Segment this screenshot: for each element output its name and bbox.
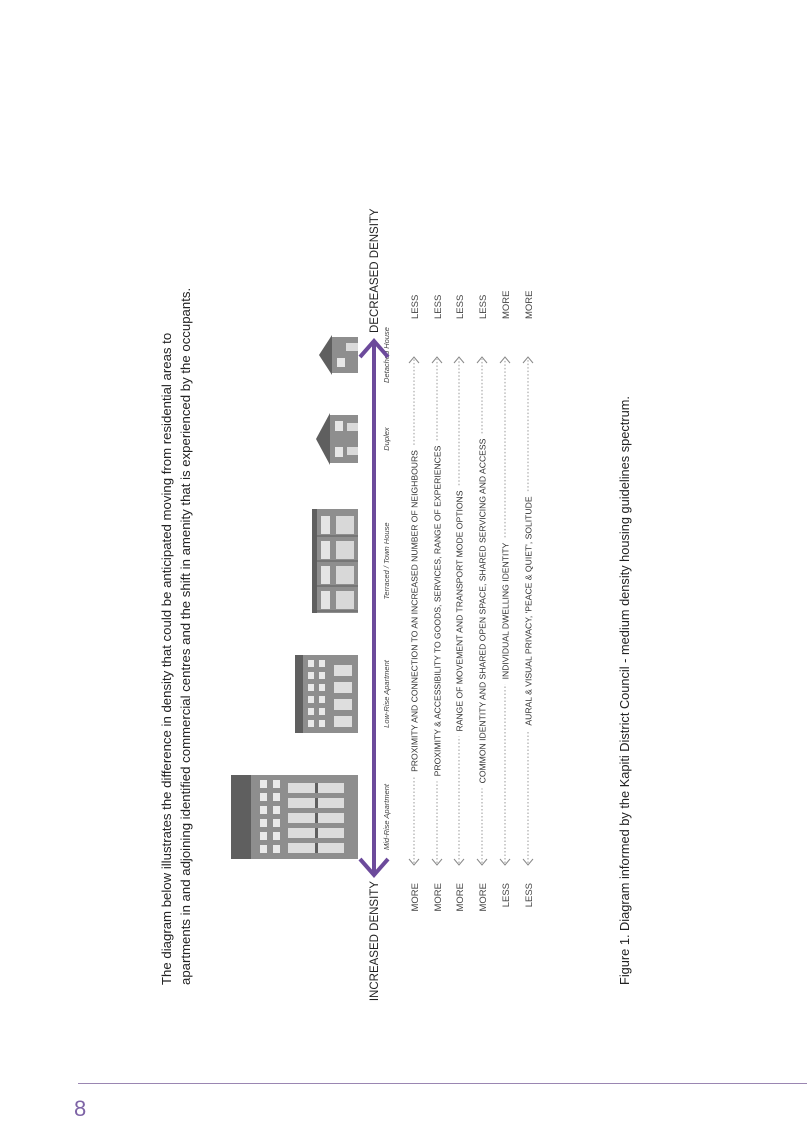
row-description: INDIVIDUAL DWELLING IDENTITY <box>501 542 511 679</box>
row-right-value: LESS <box>455 295 466 319</box>
building-type-label: Mid-Rise Apartment <box>382 783 391 850</box>
building-type-label: Duplex <box>382 427 391 451</box>
building-type-label: Terraced / Town House <box>382 523 391 600</box>
row-right-value: MORE <box>501 291 512 320</box>
figure-caption: Figure 1. Diagram informed by the Kapiti… <box>617 396 632 985</box>
building-type-labels: Mid-Rise Apartment Low-Rise Apartment Terr… <box>382 327 391 850</box>
footer-rule <box>78 1083 807 1084</box>
row-left-value: MORE <box>433 883 444 912</box>
row-right-value: MORE <box>524 291 535 320</box>
decreased-density-label: DECREASED DENSITY <box>369 208 381 333</box>
terraced-town-house-icon <box>312 509 358 613</box>
density-axis-left-arrowhead <box>358 857 390 879</box>
row-right-arrowhead <box>522 356 534 364</box>
row-left-arrowhead <box>431 858 443 866</box>
row-right-arrowhead <box>431 356 443 364</box>
row-description: RANGE OF MOVEMENT AND TRANSPORT MODE OPT… <box>455 490 465 731</box>
rotated-page-content: The diagram below illustrates the differ… <box>140 155 800 1035</box>
row-left-arrowhead <box>522 858 534 866</box>
row-left-value: LESS <box>524 883 535 907</box>
duplex-icon <box>316 413 358 465</box>
detached-house-icon <box>319 335 358 375</box>
row-right-value: LESS <box>410 295 421 319</box>
row-right-arrowhead <box>408 356 420 364</box>
building-type-label: Low-Rise Apartment <box>382 659 391 728</box>
low-rise-apartment-icon <box>295 655 358 733</box>
density-diagram: Mid-Rise Apartment Low-Rise Apartment Terr… <box>231 208 535 1001</box>
row-description: COMMON IDENTITY AND SHARED OPEN SPACE, S… <box>478 438 488 783</box>
amenity-row: LESS MORE AURAL & VISUAL PRIVACY, 'PEACE &… <box>522 291 535 907</box>
row-left-arrowhead <box>476 858 488 866</box>
amenity-rows: MORE LESS PROXIMITY AND CONNECTION TO AN I… <box>408 291 535 912</box>
amenity-row: MORE LESS PROXIMITY AND CONNECTION TO AN I… <box>408 295 421 912</box>
row-left-value: MORE <box>478 883 489 912</box>
row-right-arrowhead <box>499 356 511 364</box>
row-left-arrowhead <box>408 858 420 866</box>
density-axis-right-arrowhead <box>358 337 390 359</box>
amenity-row: MORE LESS COMMON IDENTITY AND SHARED OPEN … <box>476 295 489 912</box>
row-right-arrowhead <box>476 356 488 364</box>
row-left-value: LESS <box>501 883 512 907</box>
row-right-value: LESS <box>433 295 444 319</box>
building-illustrations <box>231 335 358 859</box>
amenity-row: LESS MORE INDIVIDUAL DWELLING IDENTITY <box>499 291 512 907</box>
row-description: PROXIMITY AND CONNECTION TO AN INCREASED… <box>410 450 420 772</box>
amenity-row: MORE LESS PROXIMITY & ACCESSIBILITY TO GOO… <box>431 295 444 912</box>
mid-rise-apartment-icon <box>231 775 358 859</box>
row-left-value: MORE <box>455 883 466 912</box>
amenity-row: MORE LESS RANGE OF MOVEMENT AND TRANSPORT … <box>453 295 466 912</box>
row-right-value: LESS <box>478 295 489 319</box>
page-number: 8 <box>74 1096 87 1121</box>
row-description: PROXIMITY & ACCESSIBILITY TO GOODS, SERV… <box>433 445 443 776</box>
row-right-arrowhead <box>453 356 465 364</box>
increased-density-label: INCREASED DENSITY <box>369 881 381 1001</box>
row-left-arrowhead <box>453 858 465 866</box>
row-left-value: MORE <box>410 883 421 912</box>
row-left-arrowhead <box>499 858 511 866</box>
row-description: AURAL & VISUAL PRIVACY, 'PEACE & QUIET',… <box>524 496 534 725</box>
